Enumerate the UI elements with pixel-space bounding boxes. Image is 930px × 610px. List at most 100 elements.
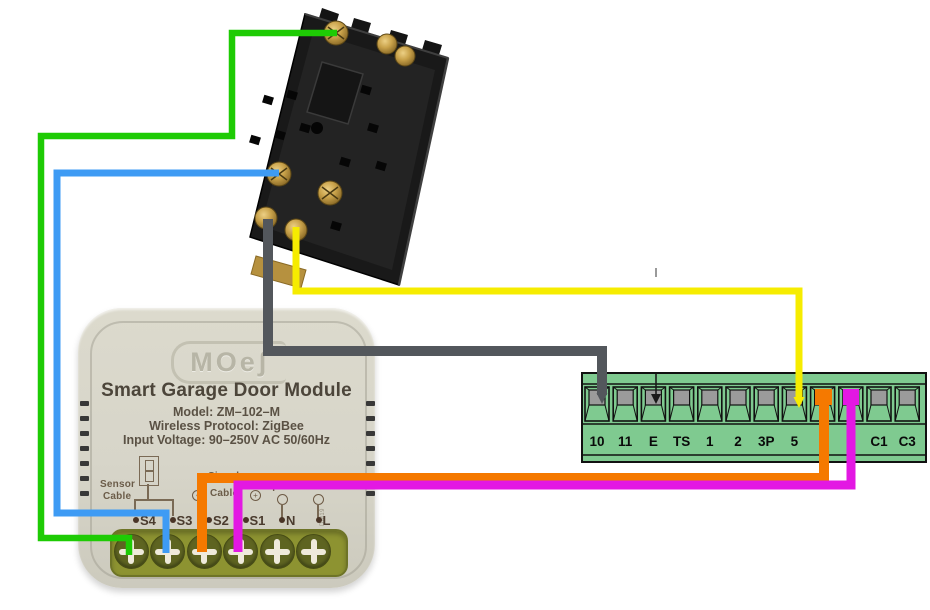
terminal-slot-bevel <box>697 386 703 391</box>
socket-tab <box>319 8 339 24</box>
module-voltage-line: Input Voltage: 90–250V AC 50/60Hz <box>122 433 330 447</box>
l-pin-stem <box>317 504 319 518</box>
terminal-slot-bevel <box>689 404 695 422</box>
wire-orange-slot-fill <box>815 389 832 405</box>
terminal-slot-bevel <box>801 404 807 422</box>
terminal-slot-bevel <box>612 386 618 391</box>
socket-right-edge-highlight <box>397 57 450 286</box>
terminal-slot-bevel <box>640 404 646 422</box>
vent-slot <box>80 416 89 421</box>
vent-slot <box>80 431 89 436</box>
block-terminal-10-0: 10 <box>584 386 610 449</box>
terminal-slot-bevel <box>782 386 787 391</box>
terminal-slot-bevel <box>830 404 836 422</box>
module-terminal-label-N: N <box>286 513 296 528</box>
terminal-slot-inner <box>701 389 719 406</box>
terminal-label-7: 7 <box>819 434 827 449</box>
terminal-slot-outer <box>753 386 780 422</box>
block-terminal-11-1: 11 <box>612 386 639 449</box>
terminal-slot-outer <box>584 386 610 422</box>
wire-yellow-arrowhead <box>793 397 805 408</box>
terminal-slot-bevel <box>858 386 864 391</box>
terminal-slot-inner <box>588 389 606 406</box>
terminal-slot-bevel <box>838 404 844 422</box>
block-terminal-2-5: 2 <box>725 386 751 449</box>
sensor-icon-cell-2 <box>145 471 154 482</box>
socket-tab <box>351 18 371 33</box>
signal-minus-terminal-icon: • <box>192 490 203 501</box>
socket-tab <box>422 40 442 55</box>
block-terminal-1-4: 1 <box>696 386 723 449</box>
terminal-slot-outer <box>612 386 639 422</box>
terminal-slot-inner <box>616 389 634 406</box>
block-terminal-5-7: 5 <box>781 386 808 449</box>
input-ac-label: Input AC <box>263 481 306 492</box>
terminal-slot-bevel <box>584 386 590 391</box>
module-terminal-label-S2: S2 <box>213 513 229 528</box>
socket-screw-slots <box>270 26 345 200</box>
socket-screw-top-right-b <box>394 45 416 67</box>
terminal-slot-bevel <box>802 386 807 391</box>
socket-screw-top-left <box>323 20 349 46</box>
block-terminal-E-2: E <box>640 386 667 449</box>
module-title: Smart Garage Door Module <box>101 380 352 401</box>
vent-slot <box>80 461 89 466</box>
terminal-slot-bevel <box>604 386 610 391</box>
terminal-slot-bevel <box>810 404 816 422</box>
module-screw-S4 <box>113 534 149 569</box>
terminal-slot-bevel <box>894 386 900 391</box>
module-terminal-label-S4: S4 <box>140 513 156 528</box>
terminal-slot-bevel <box>660 404 666 422</box>
screw-cross-v <box>128 539 134 564</box>
socket-screw-top-right-a <box>376 33 398 55</box>
terminal-slot-outer <box>781 386 808 422</box>
terminal-slot-outer <box>640 386 667 422</box>
socket-screw-right-middle <box>317 180 343 206</box>
vent-slot <box>80 401 89 406</box>
terminal-slot-bevel <box>632 386 638 391</box>
terminal-slot-inner <box>785 389 804 406</box>
signal-cable-label-1: Signal <box>208 471 240 482</box>
terminal-label-10: 10 <box>589 434 604 449</box>
moes-logo-text: MOeʃ <box>190 347 270 377</box>
terminal-label-E: E <box>649 434 658 449</box>
e-terminal-pointer-arrowhead <box>651 394 661 404</box>
vent-slot <box>366 401 375 406</box>
vent-slot <box>366 416 375 421</box>
block-terminal-TS-3: TS <box>668 386 695 449</box>
terminal-slot-outer <box>894 386 921 422</box>
block-terminal-7-8: 7 <box>809 386 836 449</box>
sensor-cable-label-2: Cable <box>103 491 132 502</box>
terminal-slot-bevel <box>717 386 723 391</box>
terminal-slot-outer <box>725 386 751 422</box>
terminal-slot-bevel <box>697 404 703 422</box>
terminal-slot-bevel <box>689 386 694 391</box>
socket-pin-holes <box>249 84 387 232</box>
module-screw-N <box>259 534 295 569</box>
sensor-cable-label-1: Sensor <box>100 479 136 490</box>
terminal-slot-inner <box>729 389 747 406</box>
terminal-label-2: 2 <box>847 434 855 449</box>
socket-mounting-hole <box>311 122 323 134</box>
terminal-slot-inner <box>898 389 916 406</box>
terminal-slot-bevel <box>641 386 646 391</box>
terminal-slot-outer <box>668 386 695 422</box>
terminal-slot-bevel <box>773 386 779 391</box>
signal-cable-label-2: Cable <box>210 488 239 499</box>
terminal-label-11: 11 <box>618 434 633 449</box>
terminal-slot-bevel <box>810 386 815 391</box>
vent-slot <box>80 446 89 451</box>
sensor-bracket-leg-s4 <box>134 501 136 516</box>
vent-slot <box>80 476 89 481</box>
terminal-slot-outer <box>696 386 723 422</box>
module-protocol-line: Wireless Protocol: ZigBee <box>149 419 304 433</box>
terminal-slot-inner <box>672 389 691 406</box>
terminal-slot-bevel <box>914 386 920 391</box>
vent-slot <box>366 476 375 481</box>
terminal-slot-bevel <box>612 404 618 422</box>
terminal-slot-bevel <box>584 404 590 422</box>
terminal-slot-bevel <box>745 386 751 391</box>
terminal-slot-outer <box>837 386 864 422</box>
terminal-pin-dot-S4 <box>133 517 139 523</box>
terminal-block-body <box>581 372 927 463</box>
